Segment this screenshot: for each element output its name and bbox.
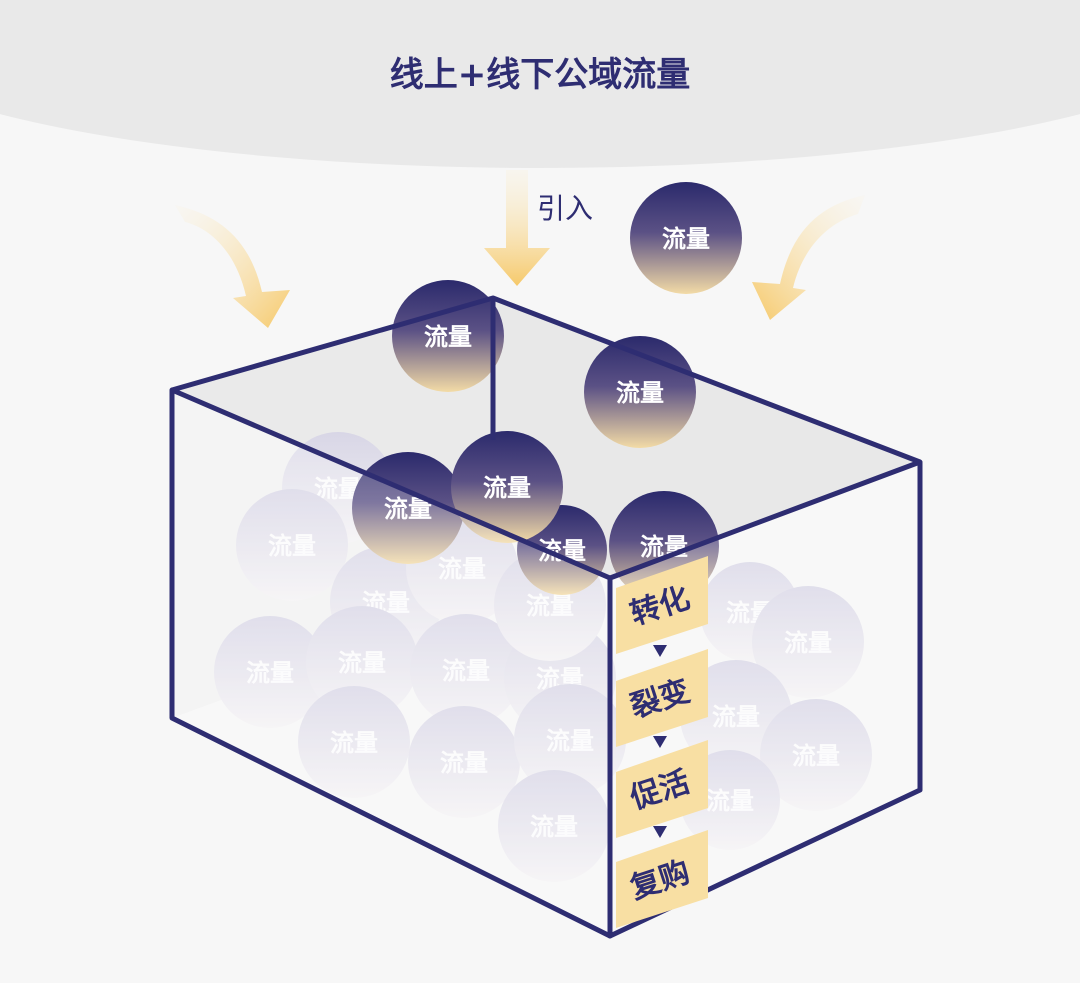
ball-circle	[498, 770, 610, 882]
traffic-ball-faded: 流量	[410, 614, 522, 726]
traffic-ball-faded: 流量	[236, 489, 348, 601]
traffic-ball-faded: 流量	[408, 706, 520, 818]
ball-label: 流量	[442, 657, 490, 685]
funnel-step: 促活	[616, 740, 708, 838]
ball-label: 流量	[526, 592, 574, 620]
traffic-ball: 流量	[392, 280, 504, 392]
funnel-step: 裂变	[616, 649, 708, 747]
ball-circle	[760, 699, 872, 811]
ball-circle	[410, 614, 522, 726]
left-curved-arrow	[175, 205, 290, 328]
funnel-step: 转化	[616, 556, 708, 654]
funnel-step-bg	[616, 649, 708, 747]
ball-label: 流量	[330, 729, 378, 757]
funnel-arrow	[653, 736, 667, 748]
cloud-shape	[0, 0, 1080, 168]
ball-circle	[392, 280, 504, 392]
ball-label: 流量	[338, 649, 386, 677]
right-curved-arrow	[752, 195, 865, 320]
funnel-arrow	[653, 826, 667, 838]
ball-label: 流量	[784, 629, 832, 657]
funnel-arrow	[653, 645, 667, 657]
funnel-step-bg	[616, 830, 708, 928]
traffic-ball-faded: 流量	[298, 686, 410, 798]
funnel-step: 复购	[616, 830, 708, 928]
ball-label: 流量	[438, 555, 486, 583]
ball-label: 流量	[483, 474, 531, 502]
ball-circle	[451, 431, 563, 543]
traffic-ball: 流量	[451, 431, 563, 543]
ball-label: 流量	[616, 379, 664, 407]
traffic-ball-faded: 流量	[760, 699, 872, 811]
introduce-label: 引入	[537, 192, 593, 225]
ball-circle	[408, 706, 520, 818]
traffic-ball-faded: 流量	[214, 616, 326, 728]
ball-label: 流量	[246, 659, 294, 687]
funnel-step-bg	[616, 740, 708, 838]
traffic-ball-faded: 流量	[498, 770, 610, 882]
ball-label: 流量	[424, 323, 472, 351]
ball-label: 流量	[662, 225, 710, 253]
ball-label: 流量	[268, 532, 316, 560]
ball-circle	[514, 684, 626, 796]
traffic-ball-faded: 流量	[514, 684, 626, 796]
center-down-arrow	[484, 170, 550, 286]
ball-label: 流量	[440, 749, 488, 777]
funnel-step-bg	[616, 556, 708, 654]
traffic-ball-faded: 流量	[752, 586, 864, 698]
header-title: 线上+线下公域流量	[390, 55, 691, 95]
traffic-ball: 流量	[630, 182, 742, 294]
ball-circle	[630, 182, 742, 294]
ball-label: 流量	[530, 813, 578, 841]
ball-circle	[752, 586, 864, 698]
ball-label: 流量	[706, 787, 754, 815]
ball-circle	[236, 489, 348, 601]
ball-label: 流量	[792, 742, 840, 770]
ball-circle	[214, 616, 326, 728]
ball-label: 流量	[712, 703, 760, 731]
ball-label: 流量	[546, 727, 594, 755]
ball-circle	[298, 686, 410, 798]
